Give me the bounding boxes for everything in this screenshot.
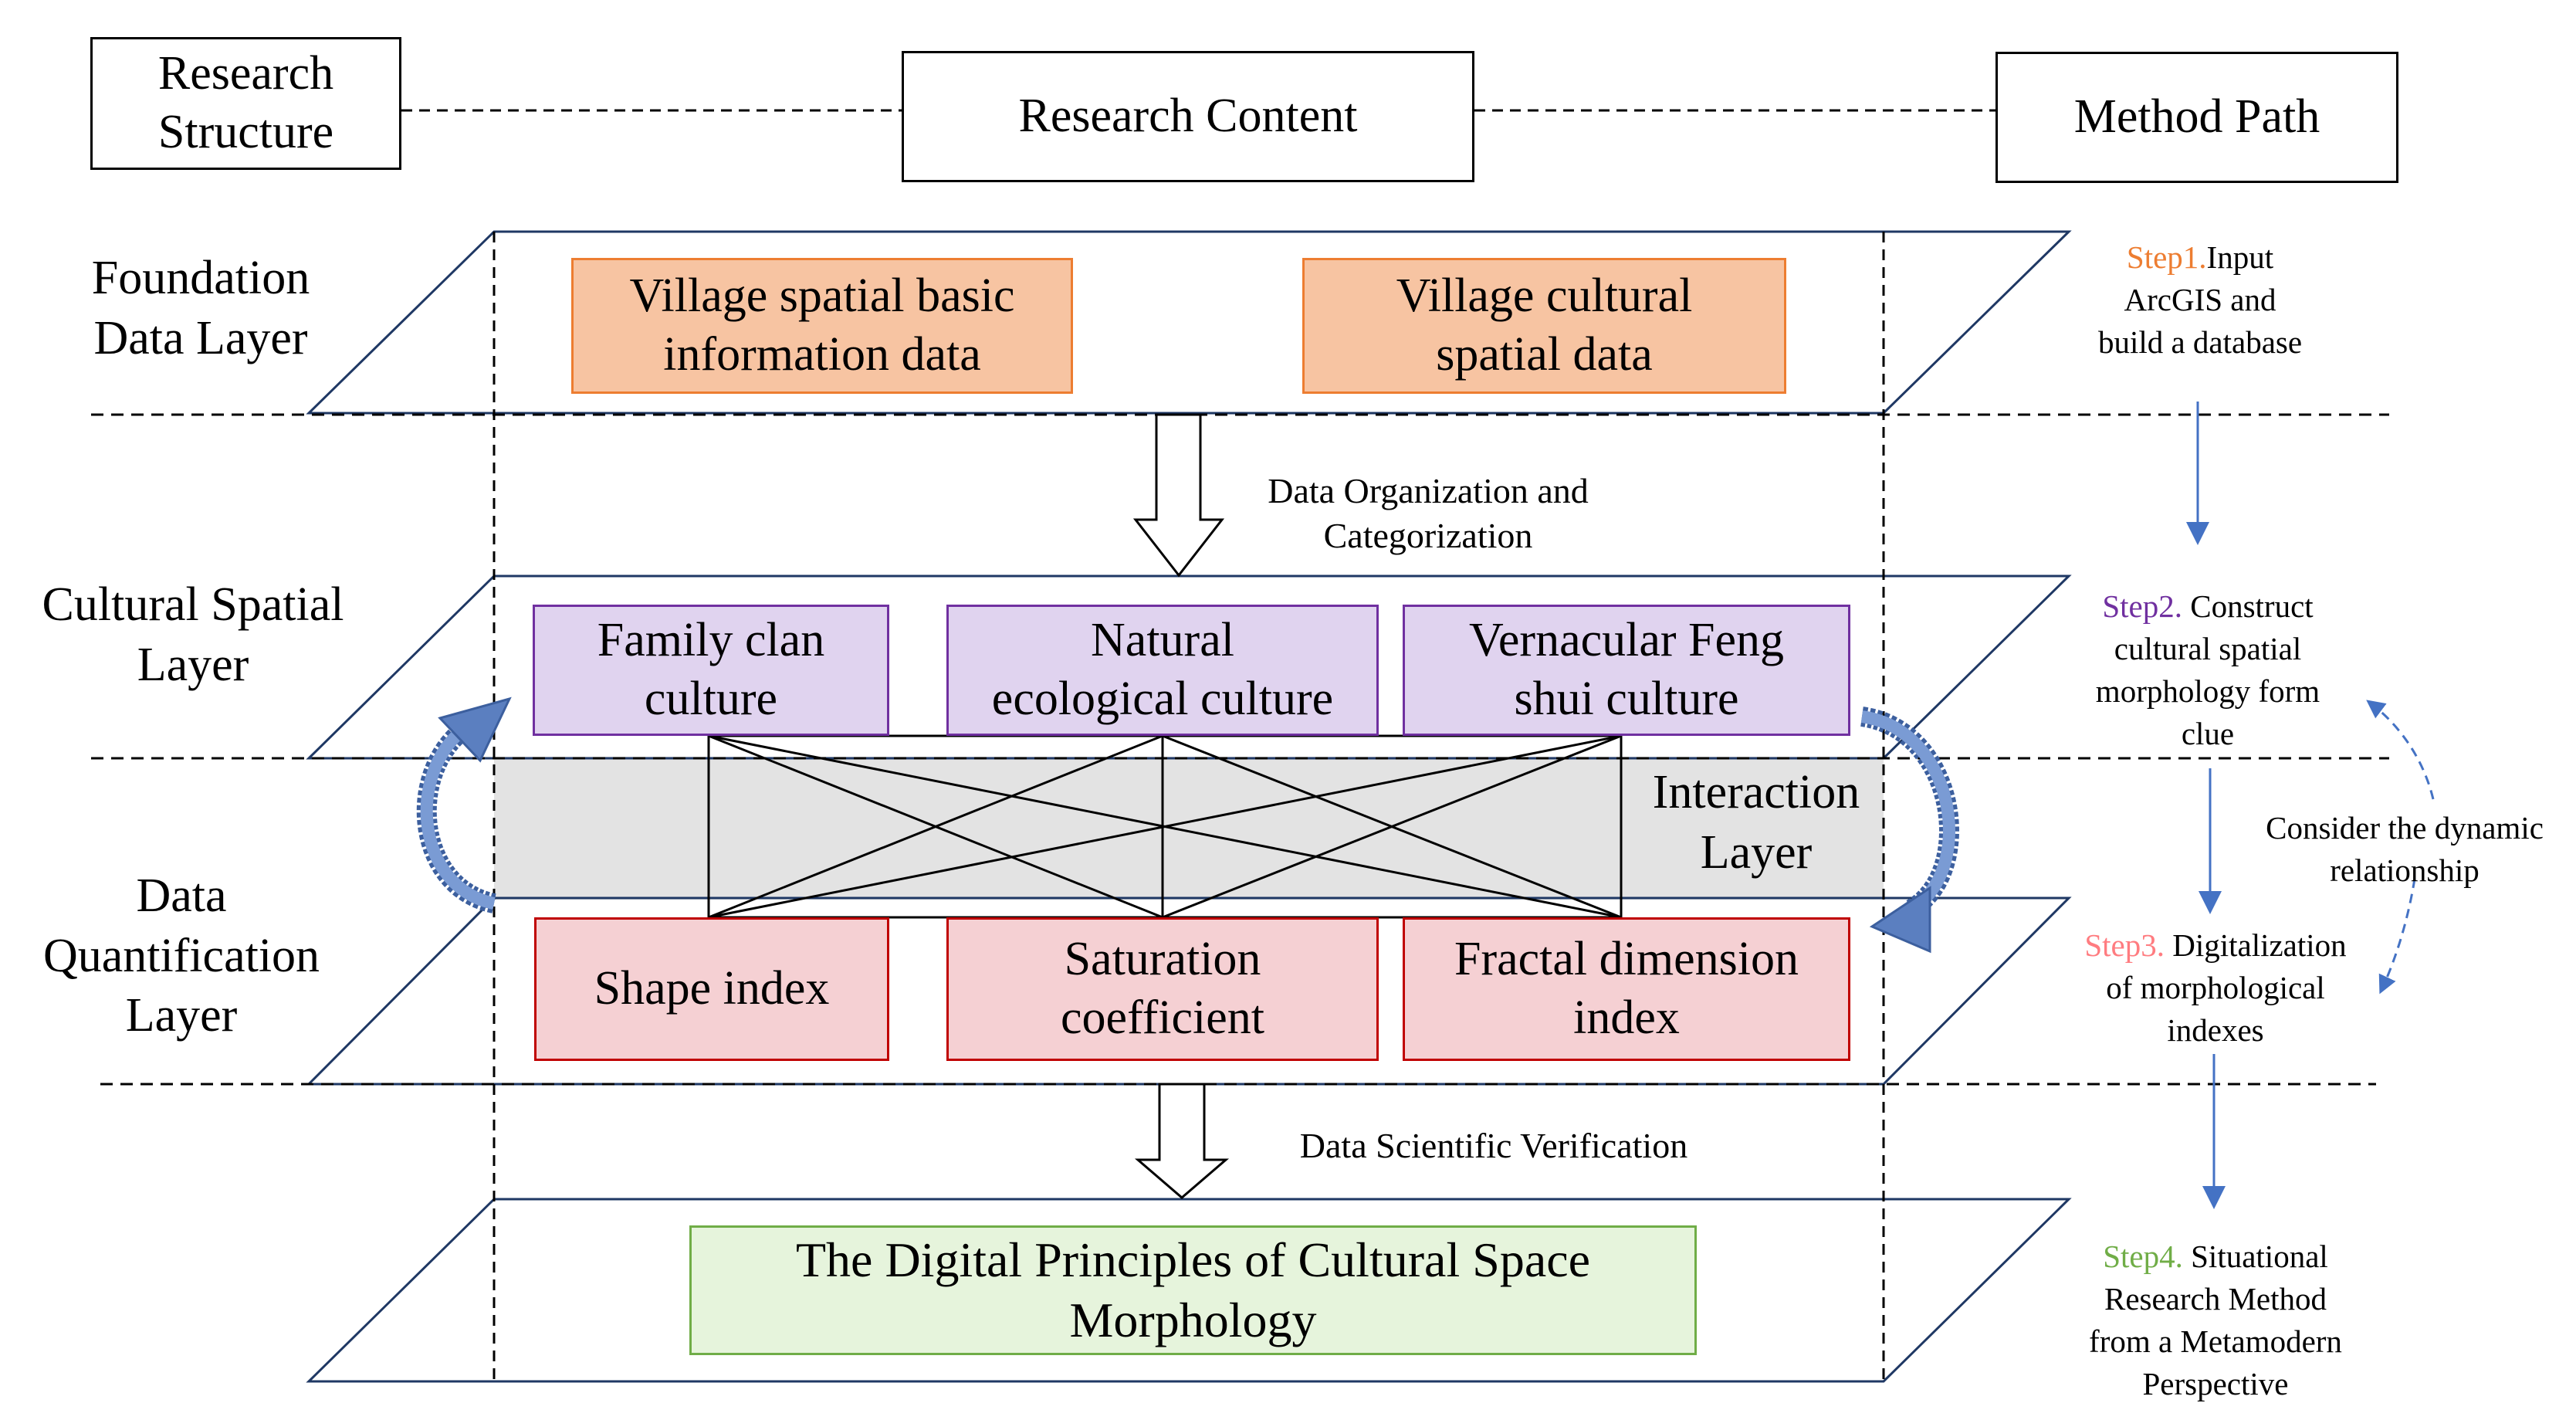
- step4-text: Step4. Situational Research Method from …: [2053, 1235, 2378, 1405]
- saturation-coefficient-box: Saturation coefficient: [946, 917, 1379, 1061]
- dynamic-curve-up: [2366, 700, 2435, 800]
- organize-down-arrow: [1132, 413, 1225, 578]
- data-organization-label: Data Organization and Categorization: [1268, 471, 1589, 555]
- verify-down-arrow: [1134, 1083, 1230, 1199]
- interaction-band: [494, 757, 1884, 900]
- right-loop-arrow: [1860, 707, 1959, 954]
- research-structure-box: Research Structure: [90, 37, 401, 170]
- interaction-network: [707, 734, 1623, 919]
- vernacular-feng-shui-culture-box: Vernacular Feng shui culture: [1403, 605, 1850, 736]
- method-path-box: Method Path: [1995, 52, 2398, 183]
- foundation-layer-label: Foundation Data Layer: [91, 252, 310, 364]
- quantification-layer-label: Data Quantification Layer: [42, 869, 320, 1042]
- step2-text: Step2. Construct cultural spatial morpho…: [2038, 585, 2378, 755]
- result-plane: [306, 1198, 2072, 1383]
- step1-text: Step1.Input ArcGIS and build a database: [2038, 236, 2362, 364]
- village-cultural-spatial-data-box: Village cultural spatial data: [1302, 258, 1786, 394]
- dynamic-curve-down: [2378, 878, 2416, 995]
- step3-label: Step3.: [2084, 927, 2165, 963]
- interaction-layer-label: Interaction Layer: [1652, 766, 1860, 879]
- research-content-box: Research Content: [902, 51, 1474, 182]
- natural-ecological-culture-box: Natural ecological culture: [946, 605, 1379, 736]
- village-spatial-basic-data-box: Village spatial basic information data: [571, 258, 1073, 394]
- shape-index-box: Shape index: [534, 917, 889, 1061]
- step3-description: Digitalization of morphological indexes: [2106, 927, 2347, 1048]
- step1-label: Step1.: [2126, 239, 2207, 275]
- family-clan-culture-box: Family clan culture: [533, 605, 889, 736]
- step3-text: Step3. Digitalization of morphological i…: [2053, 924, 2378, 1052]
- step1-description: Input ArcGIS and build a database: [2097, 239, 2303, 360]
- step2-label: Step2.: [2102, 588, 2182, 624]
- data-scientific-verification-label: Data Scientific Verification: [1299, 1126, 1688, 1165]
- step2-description: Construct cultural spatial morphology fo…: [2095, 588, 2320, 751]
- dynamic-relationship-note: Consider the dynamic relationship: [2266, 810, 2544, 888]
- left-loop-arrow: [416, 696, 512, 913]
- fractal-dimension-index-box: Fractal dimension index: [1403, 917, 1850, 1061]
- digital-principles-box: The Digital Principles of Cultural Space…: [689, 1225, 1697, 1355]
- step4-label: Step4.: [2103, 1239, 2183, 1274]
- step4-description: Situational Research Method from a Metam…: [2089, 1239, 2342, 1401]
- cultural-layer-label: Cultural Spatial Layer: [42, 578, 344, 691]
